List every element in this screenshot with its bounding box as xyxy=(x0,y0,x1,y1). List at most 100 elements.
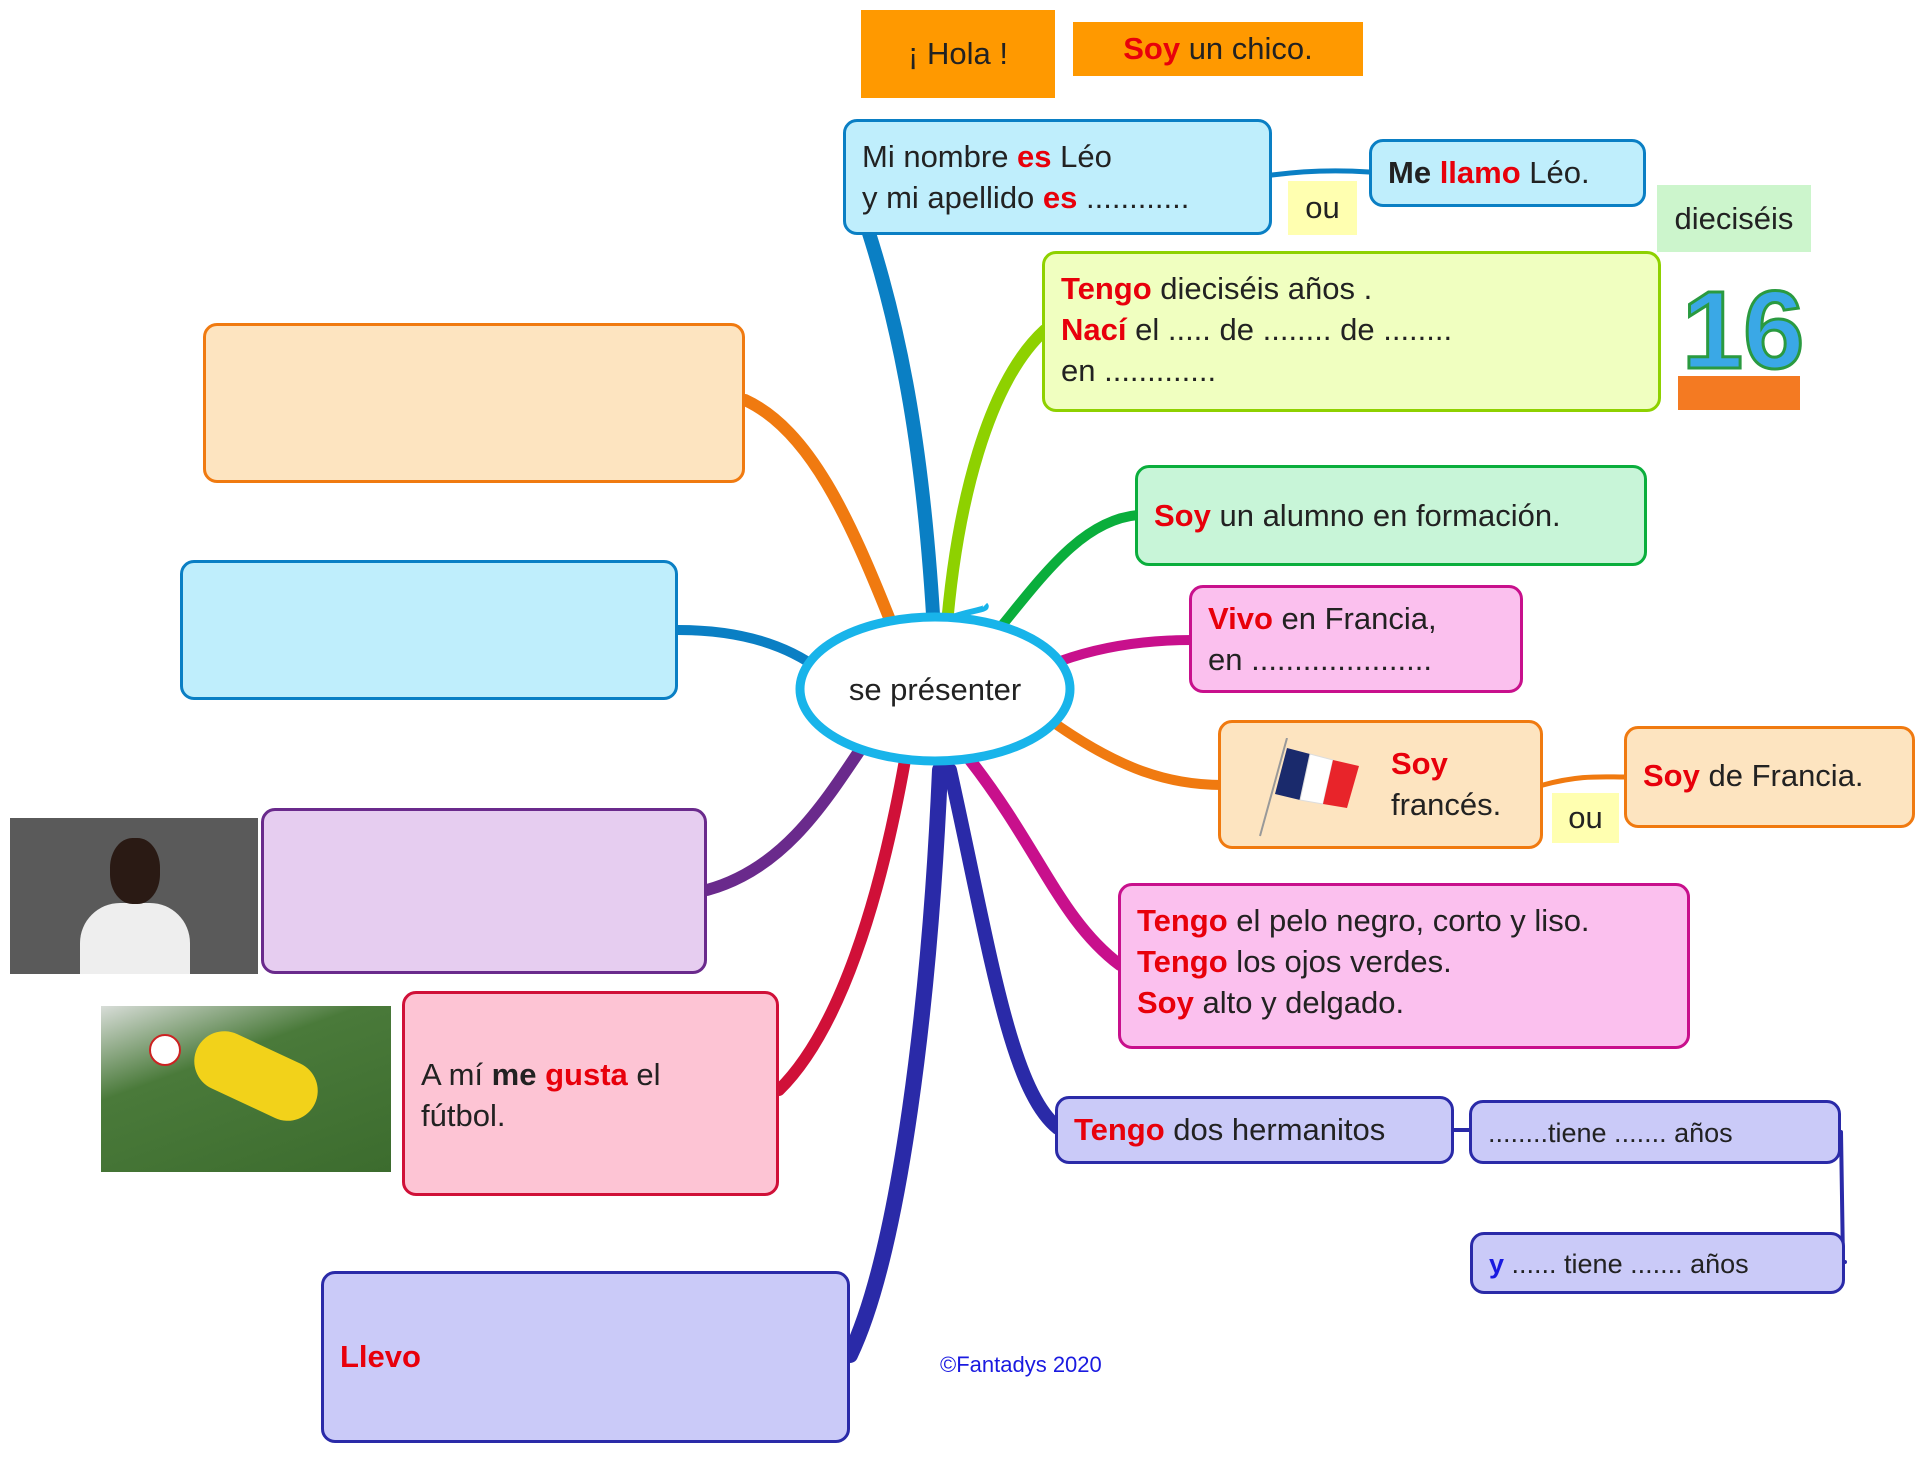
highlighted-verb: Nací xyxy=(1061,312,1127,347)
text-line: Tengo dos hermanitos xyxy=(1074,1109,1435,1150)
text-line: Me llamo Léo. xyxy=(1388,152,1627,193)
node-purple-empty[interactable] xyxy=(261,808,707,974)
text-segment: el xyxy=(627,1057,661,1092)
text-segment: en ..................... xyxy=(1208,642,1432,677)
branch-hermanos xyxy=(943,763,1065,1135)
text-line: Tengo el pelo negro, corto y liso. xyxy=(1137,900,1671,941)
text-segment: y xyxy=(1489,1249,1505,1279)
text-segment: fútbol. xyxy=(421,1098,506,1133)
text-line: Llevo xyxy=(340,1336,831,1377)
text-segment: un chico. xyxy=(1180,31,1313,66)
node-soy-de-francia[interactable]: Soy de Francia. xyxy=(1624,726,1915,828)
node-tiene-2[interactable]: y ...... tiene ....... años xyxy=(1470,1232,1845,1294)
ou-label-1: ou xyxy=(1288,181,1357,235)
text-line: Soy xyxy=(1391,743,1524,784)
text-line: Nací el ..... de ........ de ........ xyxy=(1061,309,1642,350)
highlighted-verb: Soy xyxy=(1643,758,1700,793)
birthday-cake-16-image: 16 xyxy=(1670,256,1808,410)
node-orange-empty[interactable] xyxy=(203,323,745,483)
text-segment: francés. xyxy=(1391,787,1502,822)
node-tiene-1[interactable]: ........tiene ....... años xyxy=(1469,1100,1841,1164)
node-pelo[interactable]: Tengo el pelo negro, corto y liso.Tengo … xyxy=(1118,883,1690,1049)
node-llevo[interactable]: Llevo xyxy=(321,1271,850,1443)
text-segment: ........tiene ....... años xyxy=(1488,1118,1733,1148)
ou-label-2: ou xyxy=(1552,793,1619,843)
branch-alumno xyxy=(985,510,1143,645)
text-line: Soy alto y delgado. xyxy=(1137,982,1671,1023)
goalkeeper-image xyxy=(101,1006,391,1172)
branch-gusta xyxy=(773,754,911,1096)
highlighted-verb: Soy xyxy=(1154,498,1211,533)
node-me-llamo[interactable]: Me llamo Léo. xyxy=(1369,139,1646,207)
text-segment: Me xyxy=(1388,155,1440,190)
copyright: ©Fantadys 2020 xyxy=(940,1352,1102,1377)
text-line: Soy un alumno en formación. xyxy=(1154,495,1628,536)
text-segment: dieciséis años . xyxy=(1151,271,1373,306)
branch-vivo xyxy=(1045,635,1197,670)
branch-edad xyxy=(939,324,1051,656)
branch-blue xyxy=(673,625,825,675)
highlighted-verb: Tengo xyxy=(1137,944,1228,979)
highlighted-verb: llamo xyxy=(1439,155,1521,190)
text-line: ........tiene ....... años xyxy=(1488,1113,1822,1154)
text-segment: ............ xyxy=(1077,180,1190,215)
text-segment xyxy=(536,1057,545,1092)
text-line: Tengo dieciséis años . xyxy=(1061,268,1642,309)
highlighted-verb: Tengo xyxy=(1061,271,1152,306)
text-segment: me xyxy=(491,1057,537,1092)
branch-llevo xyxy=(842,762,948,1363)
text-segment: en Francia, xyxy=(1272,601,1437,636)
highlighted-verb: es xyxy=(1042,180,1078,215)
branch-purple xyxy=(701,744,866,896)
text-segment: en ............. xyxy=(1061,353,1217,388)
text-line: francés. xyxy=(1391,784,1524,825)
person-video-image xyxy=(10,818,258,974)
text-line: A mí me gusta el xyxy=(421,1054,760,1095)
highlighted-verb: Llevo xyxy=(340,1339,421,1374)
text-segment: A mí xyxy=(421,1057,492,1092)
highlighted-verb: Soy xyxy=(1137,985,1194,1020)
text-line: Tengo los ojos verdes. xyxy=(1137,941,1671,982)
dieciseis-label: dieciséis xyxy=(1657,185,1811,252)
node-hermanos[interactable]: Tengo dos hermanitos xyxy=(1055,1096,1454,1164)
highlighted-verb: gusta xyxy=(545,1057,628,1092)
text-line: Mi nombre es Léo xyxy=(862,136,1253,177)
text-line: en ..................... xyxy=(1208,639,1504,680)
node-vivo[interactable]: Vivo en Francia, en ..................... xyxy=(1189,585,1523,693)
text-segment: de Francia. xyxy=(1699,758,1864,793)
text-segment: y mi apellido xyxy=(862,180,1043,215)
text-segment: el pelo negro, corto y liso. xyxy=(1227,903,1590,938)
text-line: y mi apellido es ............ xyxy=(862,177,1253,218)
text-line: y ...... tiene ....... años xyxy=(1489,1244,1826,1285)
highlighted-verb: es xyxy=(1017,139,1052,174)
french-flag-icon xyxy=(1259,738,1359,837)
highlighted-verb: Soy xyxy=(1123,31,1181,66)
center-ellipse xyxy=(795,612,1075,766)
node-edad[interactable]: Tengo dieciséis años .Nací el ..... de .… xyxy=(1042,251,1661,412)
text-segment: los ojos verdes. xyxy=(1227,944,1452,979)
center-topic[interactable]: se présenter xyxy=(848,672,1022,707)
text-segment: alto y delgado. xyxy=(1193,985,1405,1020)
branch-frances xyxy=(1045,715,1227,790)
highlighted-verb: Tengo xyxy=(1074,1112,1165,1147)
text-line: Soy un chico. xyxy=(1123,31,1313,67)
link-nombre-llamo xyxy=(1269,168,1372,178)
highlighted-verb: Tengo xyxy=(1137,903,1228,938)
node-alumno[interactable]: Soy un alumno en formación. xyxy=(1135,465,1647,566)
branch-pelo xyxy=(964,754,1126,971)
text-segment: ...... tiene ....... años xyxy=(1504,1249,1749,1279)
link-frances-francia xyxy=(1540,774,1627,788)
branch-orange xyxy=(739,394,896,626)
center-swirl xyxy=(948,602,989,621)
node-blue-empty[interactable] xyxy=(180,560,678,700)
text-line: Soy de Francia. xyxy=(1643,755,1896,796)
text-segment: Mi nombre xyxy=(862,139,1018,174)
highlighted-verb: Vivo xyxy=(1208,601,1273,636)
text-segment: Léo. xyxy=(1520,155,1590,190)
text-line: en ............. xyxy=(1061,350,1642,391)
text-segment: el ..... de ........ de ........ xyxy=(1126,312,1453,347)
